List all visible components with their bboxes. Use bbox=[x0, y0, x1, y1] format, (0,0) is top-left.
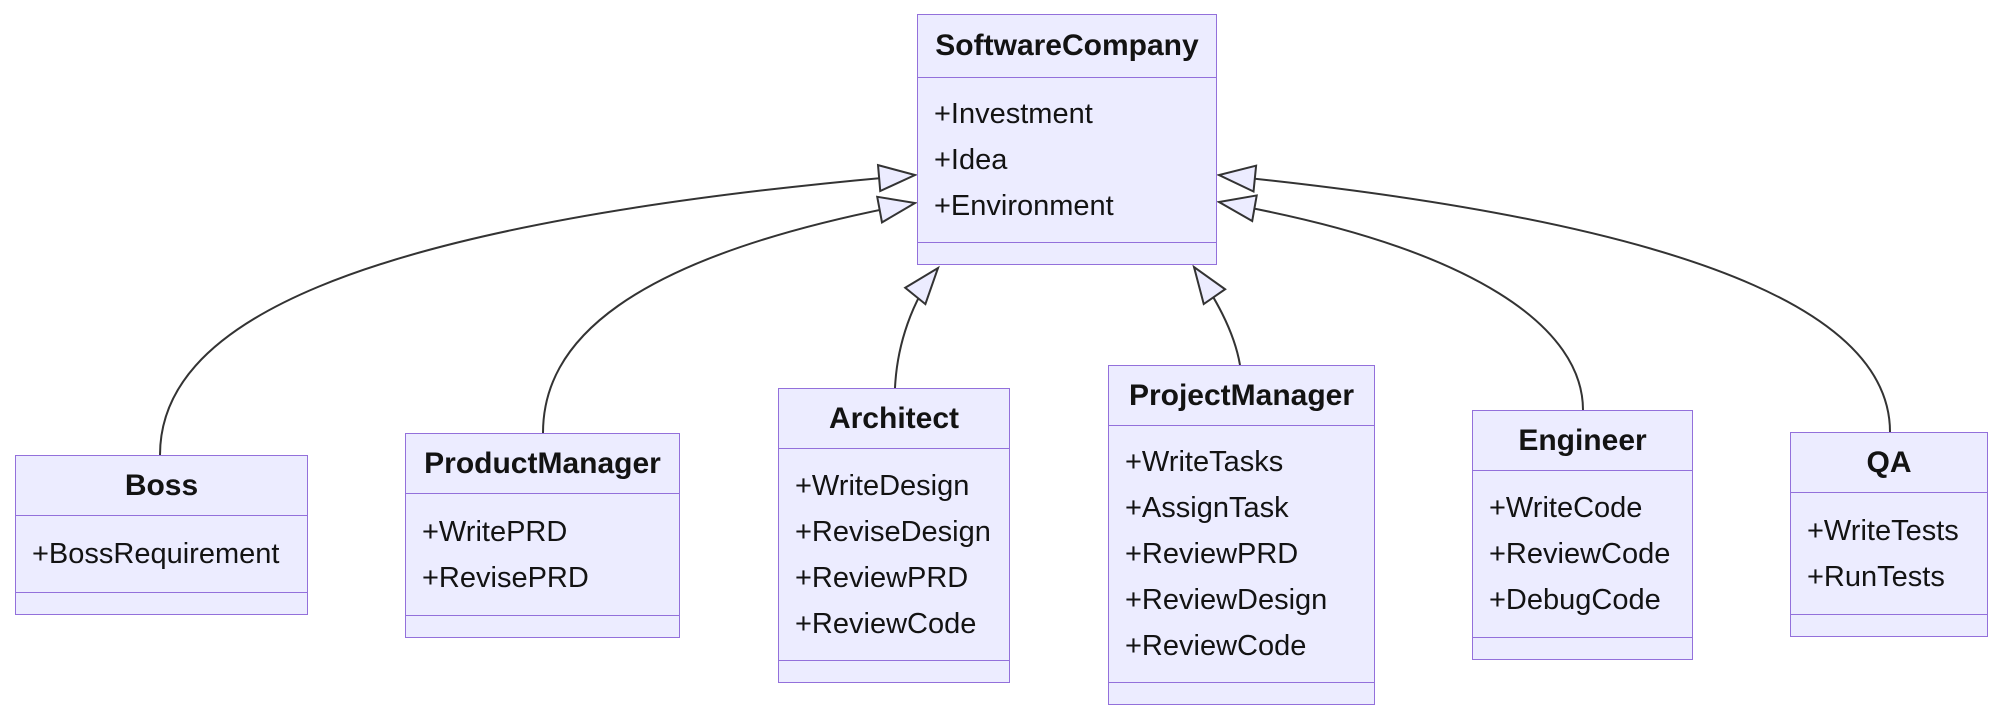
class-node-productmanager: ProductManager +WritePRD +RevisePRD bbox=[405, 433, 680, 638]
edge-boss-inherits-softwarecompany bbox=[159, 163, 918, 456]
class-members: +BossRequirement bbox=[16, 516, 307, 592]
edge-productmanager-inherits-softwarecompany bbox=[542, 195, 918, 434]
edge-projectmanager-inherits-softwarecompany bbox=[1192, 264, 1241, 366]
edge-qa-inherits-softwarecompany bbox=[1216, 164, 1891, 433]
class-node-projectmanager: ProjectManager +WriteTasks +AssignTask +… bbox=[1108, 365, 1375, 705]
class-member: +WritePRD bbox=[422, 515, 568, 548]
class-member: +Investment bbox=[934, 98, 1093, 130]
class-members: +WriteTasks +AssignTask +ReviewPRD +Revi… bbox=[1109, 426, 1374, 682]
class-member: +RunTests bbox=[1807, 560, 1945, 593]
class-member: +AssignTask bbox=[1125, 492, 1289, 524]
class-member: +ReviewDesign bbox=[1125, 584, 1328, 616]
class-member: +WriteTasks bbox=[1125, 446, 1284, 478]
class-methods-empty bbox=[918, 242, 1216, 264]
class-member: +ReviewCode bbox=[1125, 630, 1307, 662]
class-member: +ReviseDesign bbox=[795, 515, 991, 548]
class-member: +Idea bbox=[934, 144, 1008, 176]
class-members: +WriteCode +ReviewCode +DebugCode bbox=[1473, 471, 1692, 637]
class-title: QA bbox=[1791, 433, 1987, 493]
class-member: +ReviewCode bbox=[1489, 538, 1671, 570]
class-title: Engineer bbox=[1473, 411, 1692, 471]
class-member: +RevisePRD bbox=[422, 561, 589, 594]
class-members: +Investment +Idea +Environment bbox=[918, 78, 1216, 242]
class-members: +WriteDesign +ReviseDesign +ReviewPRD +R… bbox=[779, 449, 1009, 660]
class-member: +WriteDesign bbox=[795, 469, 970, 502]
class-members: +WritePRD +RevisePRD bbox=[406, 494, 679, 615]
class-member: +WriteTests bbox=[1807, 514, 1959, 547]
edge-architect-inherits-softwarecompany bbox=[894, 265, 940, 389]
class-member: +ReviewPRD bbox=[1125, 538, 1299, 570]
class-methods-empty bbox=[1109, 682, 1374, 704]
class-node-architect: Architect +WriteDesign +ReviseDesign +Re… bbox=[778, 388, 1010, 683]
class-member: +ReviewPRD bbox=[795, 561, 969, 594]
class-member: +Environment bbox=[934, 190, 1114, 222]
class-members: +WriteTests +RunTests bbox=[1791, 493, 1987, 614]
class-node-softwarecompany: SoftwareCompany +Investment +Idea +Envir… bbox=[917, 14, 1217, 265]
class-methods-empty bbox=[1473, 637, 1692, 659]
class-methods-empty bbox=[1791, 614, 1987, 636]
class-member: +DebugCode bbox=[1489, 584, 1661, 616]
class-title: SoftwareCompany bbox=[918, 15, 1216, 78]
class-methods-empty bbox=[16, 592, 307, 614]
class-node-engineer: Engineer +WriteCode +ReviewCode +DebugCo… bbox=[1472, 410, 1693, 660]
class-title: Boss bbox=[16, 456, 307, 516]
class-title: ProjectManager bbox=[1109, 366, 1374, 426]
class-methods-empty bbox=[406, 615, 679, 637]
class-member: +WriteCode bbox=[1489, 492, 1643, 524]
class-methods-empty bbox=[779, 660, 1009, 682]
class-member: +ReviewCode bbox=[795, 607, 977, 640]
class-title: Architect bbox=[779, 389, 1009, 449]
edge-engineer-inherits-softwarecompany bbox=[1216, 194, 1584, 411]
class-node-boss: Boss +BossRequirement bbox=[15, 455, 308, 615]
class-member: +BossRequirement bbox=[32, 538, 280, 570]
class-node-qa: QA +WriteTests +RunTests bbox=[1790, 432, 1988, 637]
class-title: ProductManager bbox=[406, 434, 679, 494]
